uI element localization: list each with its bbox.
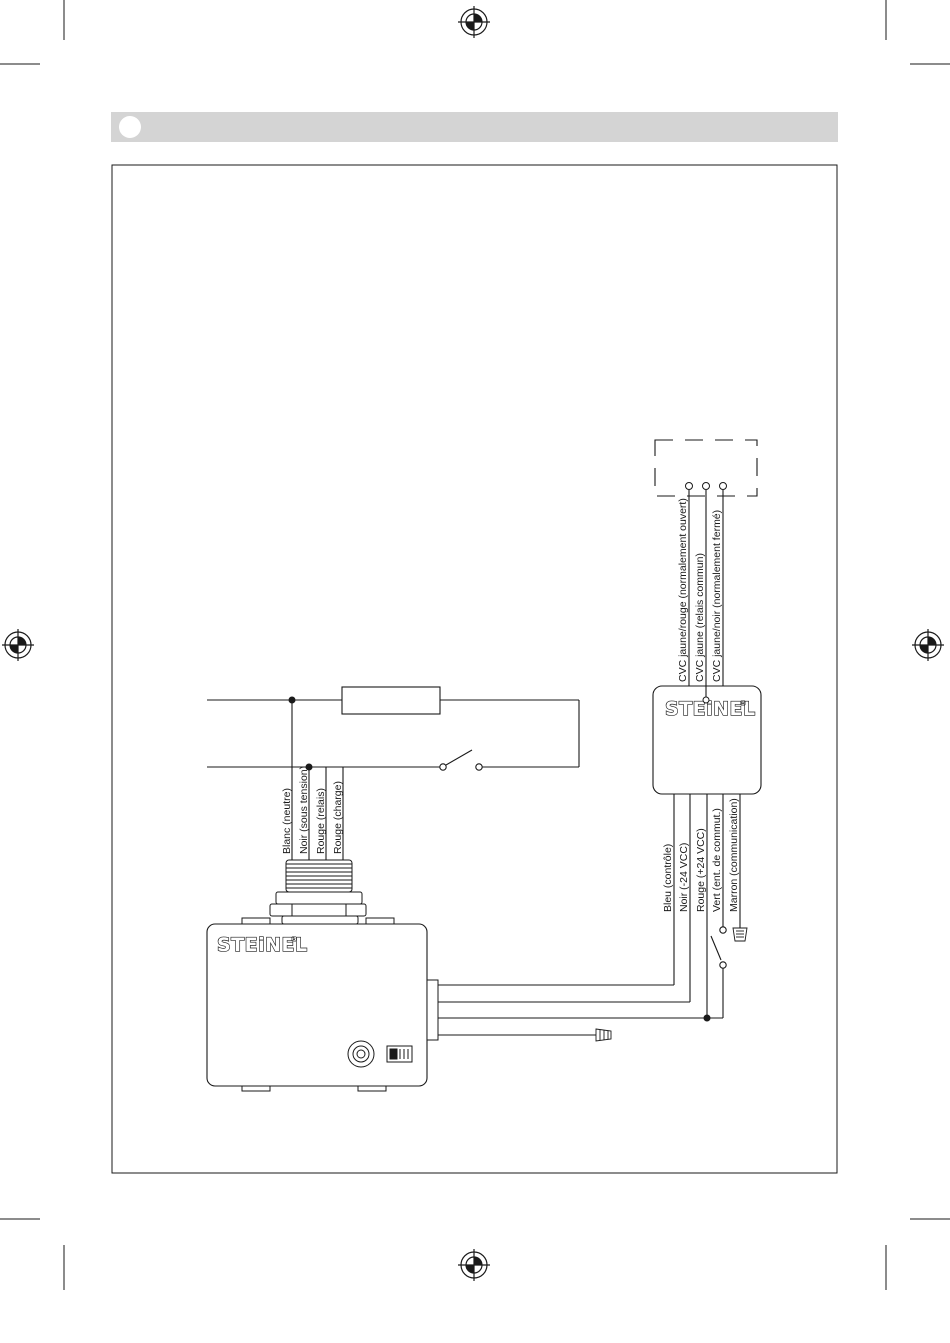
hvac-equipment-box [655, 440, 757, 496]
registration-target-icon [2, 629, 34, 661]
relay-reg-mark: ® [739, 699, 747, 708]
wire-label: Rouge (relais) [315, 788, 327, 854]
threaded-nipple [270, 860, 366, 924]
registration-target-icon [912, 629, 944, 661]
wire-label: Bleu (contrôle) [662, 844, 674, 912]
section-marker [119, 116, 141, 138]
hvac-entry [703, 697, 709, 703]
sensor-unit: STEiNEL ® [207, 918, 438, 1091]
header-bar [111, 112, 838, 142]
side-connector [427, 980, 438, 1040]
wire-label: Rouge (+24 VCC) [695, 828, 707, 912]
sensor-reg-mark: ® [290, 935, 298, 944]
terminal [703, 483, 710, 490]
wire-label: Marron (communication) [728, 798, 740, 912]
switch-icon [711, 927, 726, 968]
wire-label: Rouge (charge) [332, 781, 344, 854]
switch-icon [440, 750, 482, 770]
power-circuit [207, 687, 579, 860]
load-box [342, 687, 440, 714]
wire-label: Blanc (neutre) [281, 788, 293, 854]
registration-target-icon [458, 6, 490, 38]
wire-label: CVC jaune/noir (normalement fermé) [711, 510, 723, 682]
dip-switch-icon [387, 1046, 412, 1062]
wire-label: CVC jaune/rouge (normalement ouvert) [677, 498, 689, 682]
terminal [686, 483, 693, 490]
terminal [720, 483, 727, 490]
junction-dot [289, 697, 296, 704]
wire-label: CVC jaune (relais commun) [694, 553, 706, 682]
wire-label: Vert (ent. de commut.) [711, 808, 723, 912]
registration-target-icon [458, 1249, 490, 1281]
wire-nut-icon [596, 1029, 611, 1041]
reset-button-icon [348, 1041, 374, 1067]
crop-marks [0, 0, 950, 1290]
wire-label: Noir (-24 VCC) [678, 843, 690, 912]
wire-label: Noir (sous tension) [298, 766, 310, 854]
wire-nut-icon [733, 928, 747, 941]
junction-dot [704, 1015, 711, 1022]
